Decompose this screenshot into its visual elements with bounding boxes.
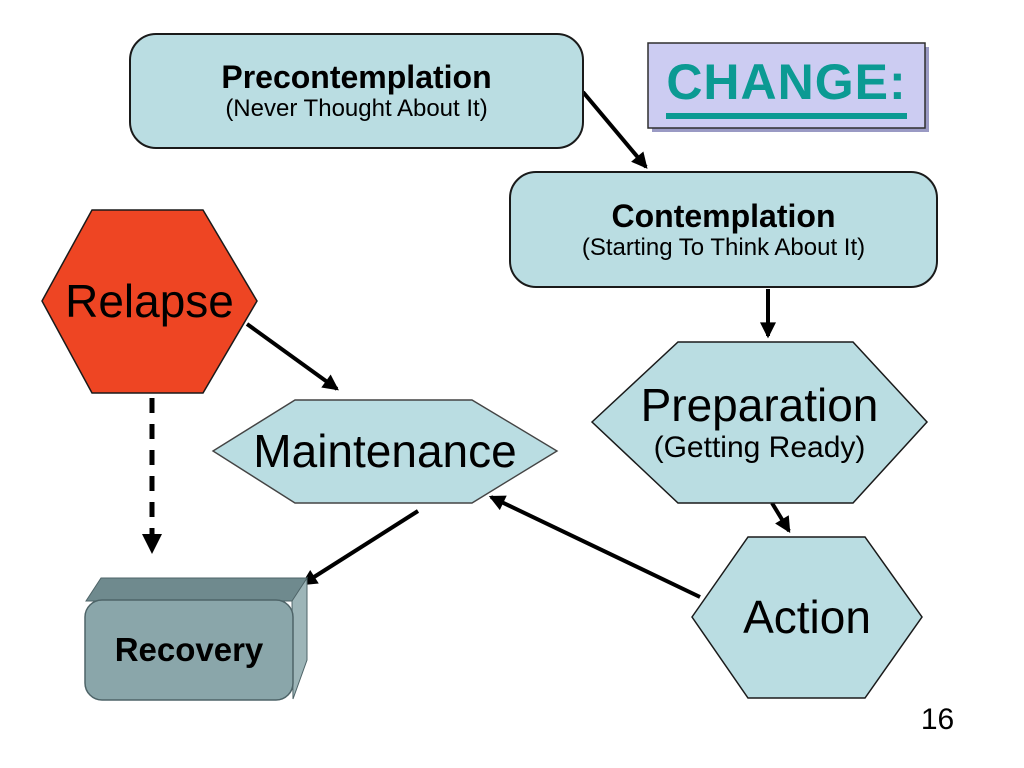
contemplation-box [509,171,938,288]
recovery-box-front-face [84,599,294,701]
arrow-precontemplation-to-contemplation [581,90,648,169]
maintenance-hexagon [211,399,559,504]
arrow-layer [142,90,791,599]
action-hexagon [691,536,923,699]
preparation-hexagon [590,341,929,504]
relapse-hexagon [41,209,258,394]
arrow-maintenance-to-recovery [300,509,420,586]
arrow-action-to-maintenance [488,495,701,599]
arrow-preparation-to-action [770,501,791,534]
recovery-box-top-face [85,577,308,602]
change-banner-box [647,42,926,129]
arrow-relapse-to-maintenance [245,322,339,391]
precontemplation-box [129,33,584,149]
